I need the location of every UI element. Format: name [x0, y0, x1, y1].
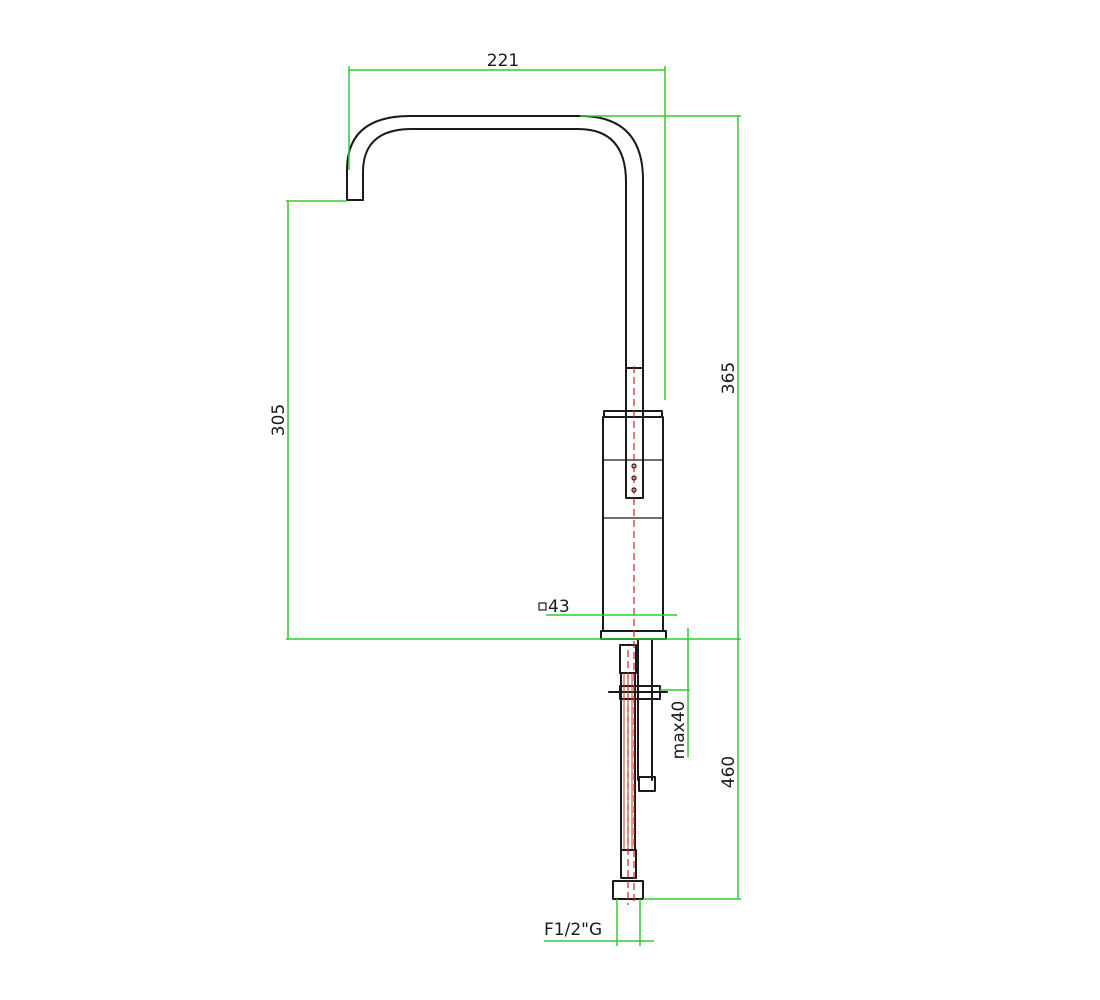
dimension-label-spout-reach: 221 [487, 51, 519, 71]
body [602, 416, 664, 632]
dimension-spout-reach: 221 [348, 51, 666, 400]
shank-nut [638, 776, 656, 792]
dimension-label-total-height: 365 [719, 362, 739, 394]
square-symbol-icon [538, 602, 547, 611]
dimension-label-outlet-height: 305 [269, 404, 289, 436]
spout-outer [346, 115, 644, 371]
dimension-label-connection: F1/2"G [544, 920, 602, 940]
dimension-total-height: 365 [580, 115, 741, 639]
dimension-body-square: 43 [538, 597, 677, 617]
dimension-connection: F1/2"G [544, 899, 654, 946]
dimension-outlet-height: 305 [269, 200, 741, 640]
center-axis [627, 366, 635, 905]
spout-inner [362, 128, 627, 371]
dimension-label-body-square: 43 [548, 597, 570, 617]
faucet-outline [346, 115, 668, 900]
dimension-label-deck-thickness: max40 [669, 701, 689, 760]
dimension-deck-thickness: max40 [660, 628, 690, 759]
dimension-label-hose-length: 460 [719, 756, 739, 788]
dimension-hose-length: 460 [643, 639, 741, 900]
